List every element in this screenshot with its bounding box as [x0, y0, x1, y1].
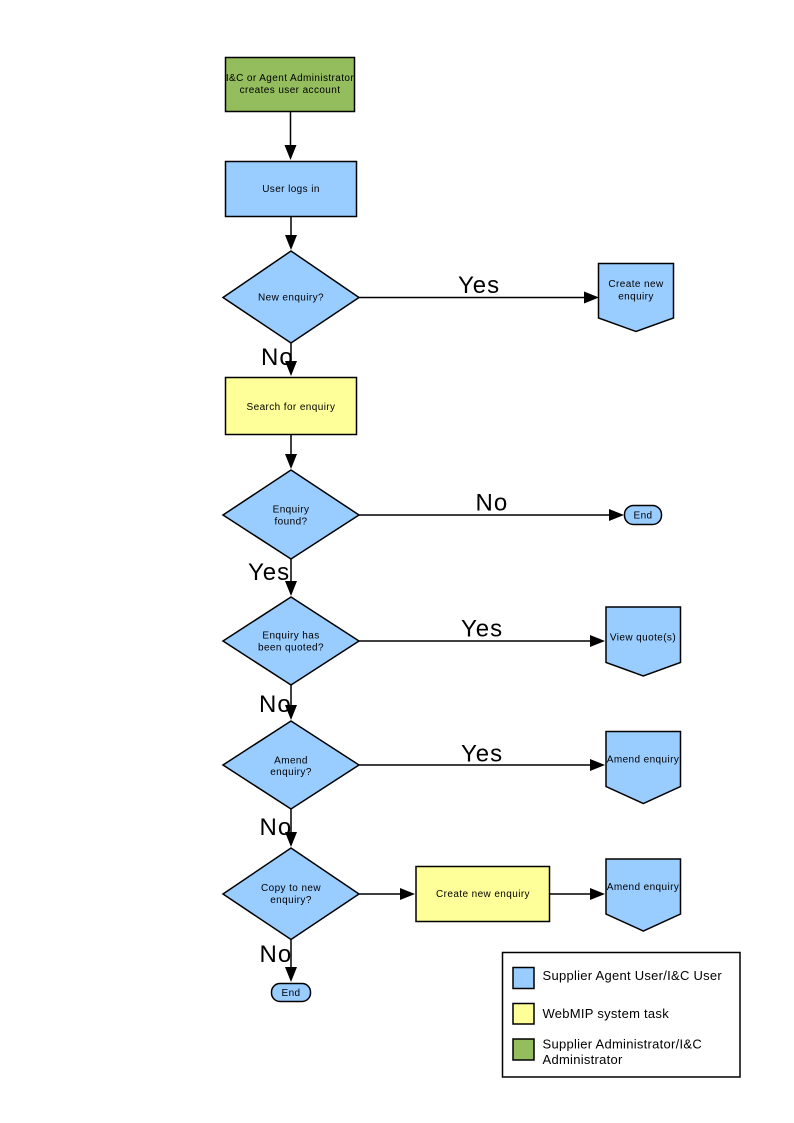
svg-text:View quote(s): View quote(s) — [610, 633, 676, 644]
svg-text:No: No — [260, 941, 293, 968]
svg-text:been quoted?: been quoted? — [258, 643, 324, 654]
svg-text:Yes: Yes — [458, 272, 500, 299]
svg-text:User logs in: User logs in — [262, 184, 320, 195]
svg-text:No: No — [476, 490, 509, 517]
svg-text:Enquiry has: Enquiry has — [262, 631, 319, 642]
svg-text:enquiry?: enquiry? — [270, 895, 312, 906]
svg-text:enquiry: enquiry — [618, 292, 654, 303]
svg-text:Enquiry: Enquiry — [273, 505, 310, 516]
svg-text:Yes: Yes — [461, 741, 503, 768]
svg-text:End: End — [634, 511, 653, 522]
svg-text:New enquiry?: New enquiry? — [258, 293, 324, 304]
svg-text:Supplier Agent User/I&C User: Supplier Agent User/I&C User — [543, 968, 723, 983]
svg-text:found?: found? — [275, 517, 308, 528]
svg-text:Administrator: Administrator — [543, 1052, 623, 1067]
svg-text:creates user account: creates user account — [240, 85, 341, 96]
svg-text:Supplier Administrator/I&C: Supplier Administrator/I&C — [543, 1037, 702, 1052]
svg-text:Amend enquiry: Amend enquiry — [607, 755, 679, 766]
svg-text:No: No — [260, 814, 293, 841]
svg-text:No: No — [259, 691, 292, 718]
svg-text:Yes: Yes — [461, 616, 503, 643]
svg-text:End: End — [282, 988, 301, 999]
svg-text:Amend: Amend — [274, 756, 308, 767]
svg-text:Amend enquiry: Amend enquiry — [607, 882, 679, 893]
svg-text:Search for enquiry: Search for enquiry — [247, 402, 336, 413]
svg-text:Create new: Create new — [608, 279, 664, 290]
svg-text:I&C or Agent Administrator: I&C or Agent Administrator — [226, 73, 355, 84]
svg-text:WebMIP system task: WebMIP system task — [543, 1006, 670, 1021]
svg-text:Copy to new: Copy to new — [261, 883, 321, 894]
svg-text:Yes: Yes — [248, 559, 290, 586]
svg-text:Create new enquiry: Create new enquiry — [436, 889, 530, 900]
svg-text:enquiry?: enquiry? — [270, 767, 312, 778]
